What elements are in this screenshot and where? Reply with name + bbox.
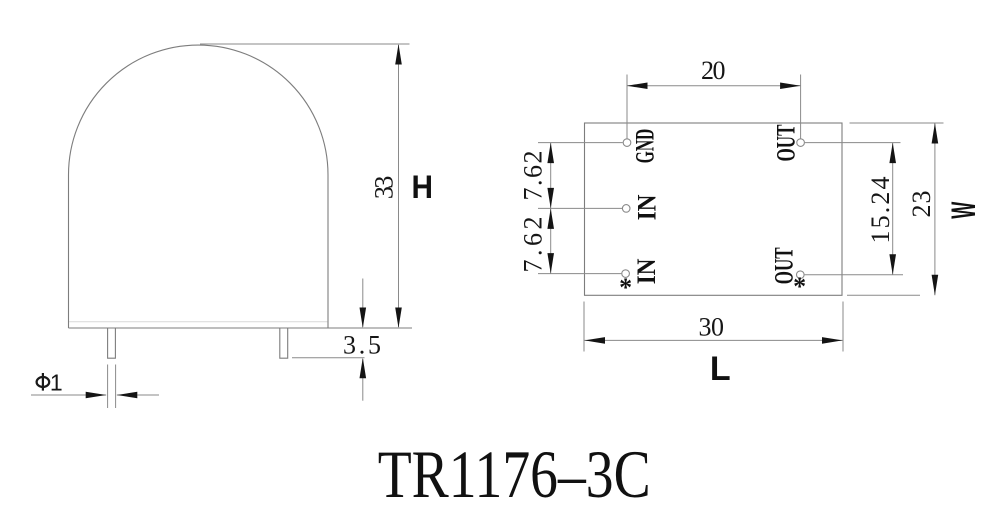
svg-text:*: *	[619, 273, 632, 302]
svg-text:3.5: 3.5	[343, 331, 381, 360]
svg-text:IN: IN	[632, 258, 661, 284]
svg-text:15.24: 15.24	[866, 177, 895, 244]
svg-text:H: H	[411, 169, 432, 205]
svg-text:IN: IN	[632, 194, 661, 220]
svg-text:OUT: OUT	[770, 247, 799, 284]
svg-text:W: W	[945, 201, 983, 218]
svg-text:GND: GND	[631, 129, 660, 164]
svg-text:20: 20	[701, 56, 726, 85]
svg-text:L: L	[710, 350, 731, 388]
svg-text:7.62: 7.62	[519, 151, 548, 201]
svg-text:33: 33	[369, 176, 398, 200]
svg-text:TR1176–3C: TR1176–3C	[378, 436, 651, 512]
svg-text:1: 1	[50, 370, 63, 396]
svg-text:7.62: 7.62	[519, 217, 548, 273]
svg-text:23: 23	[907, 191, 936, 218]
svg-text:*: *	[793, 272, 806, 301]
svg-text:OUT: OUT	[772, 125, 801, 162]
svg-text:30: 30	[699, 313, 725, 342]
